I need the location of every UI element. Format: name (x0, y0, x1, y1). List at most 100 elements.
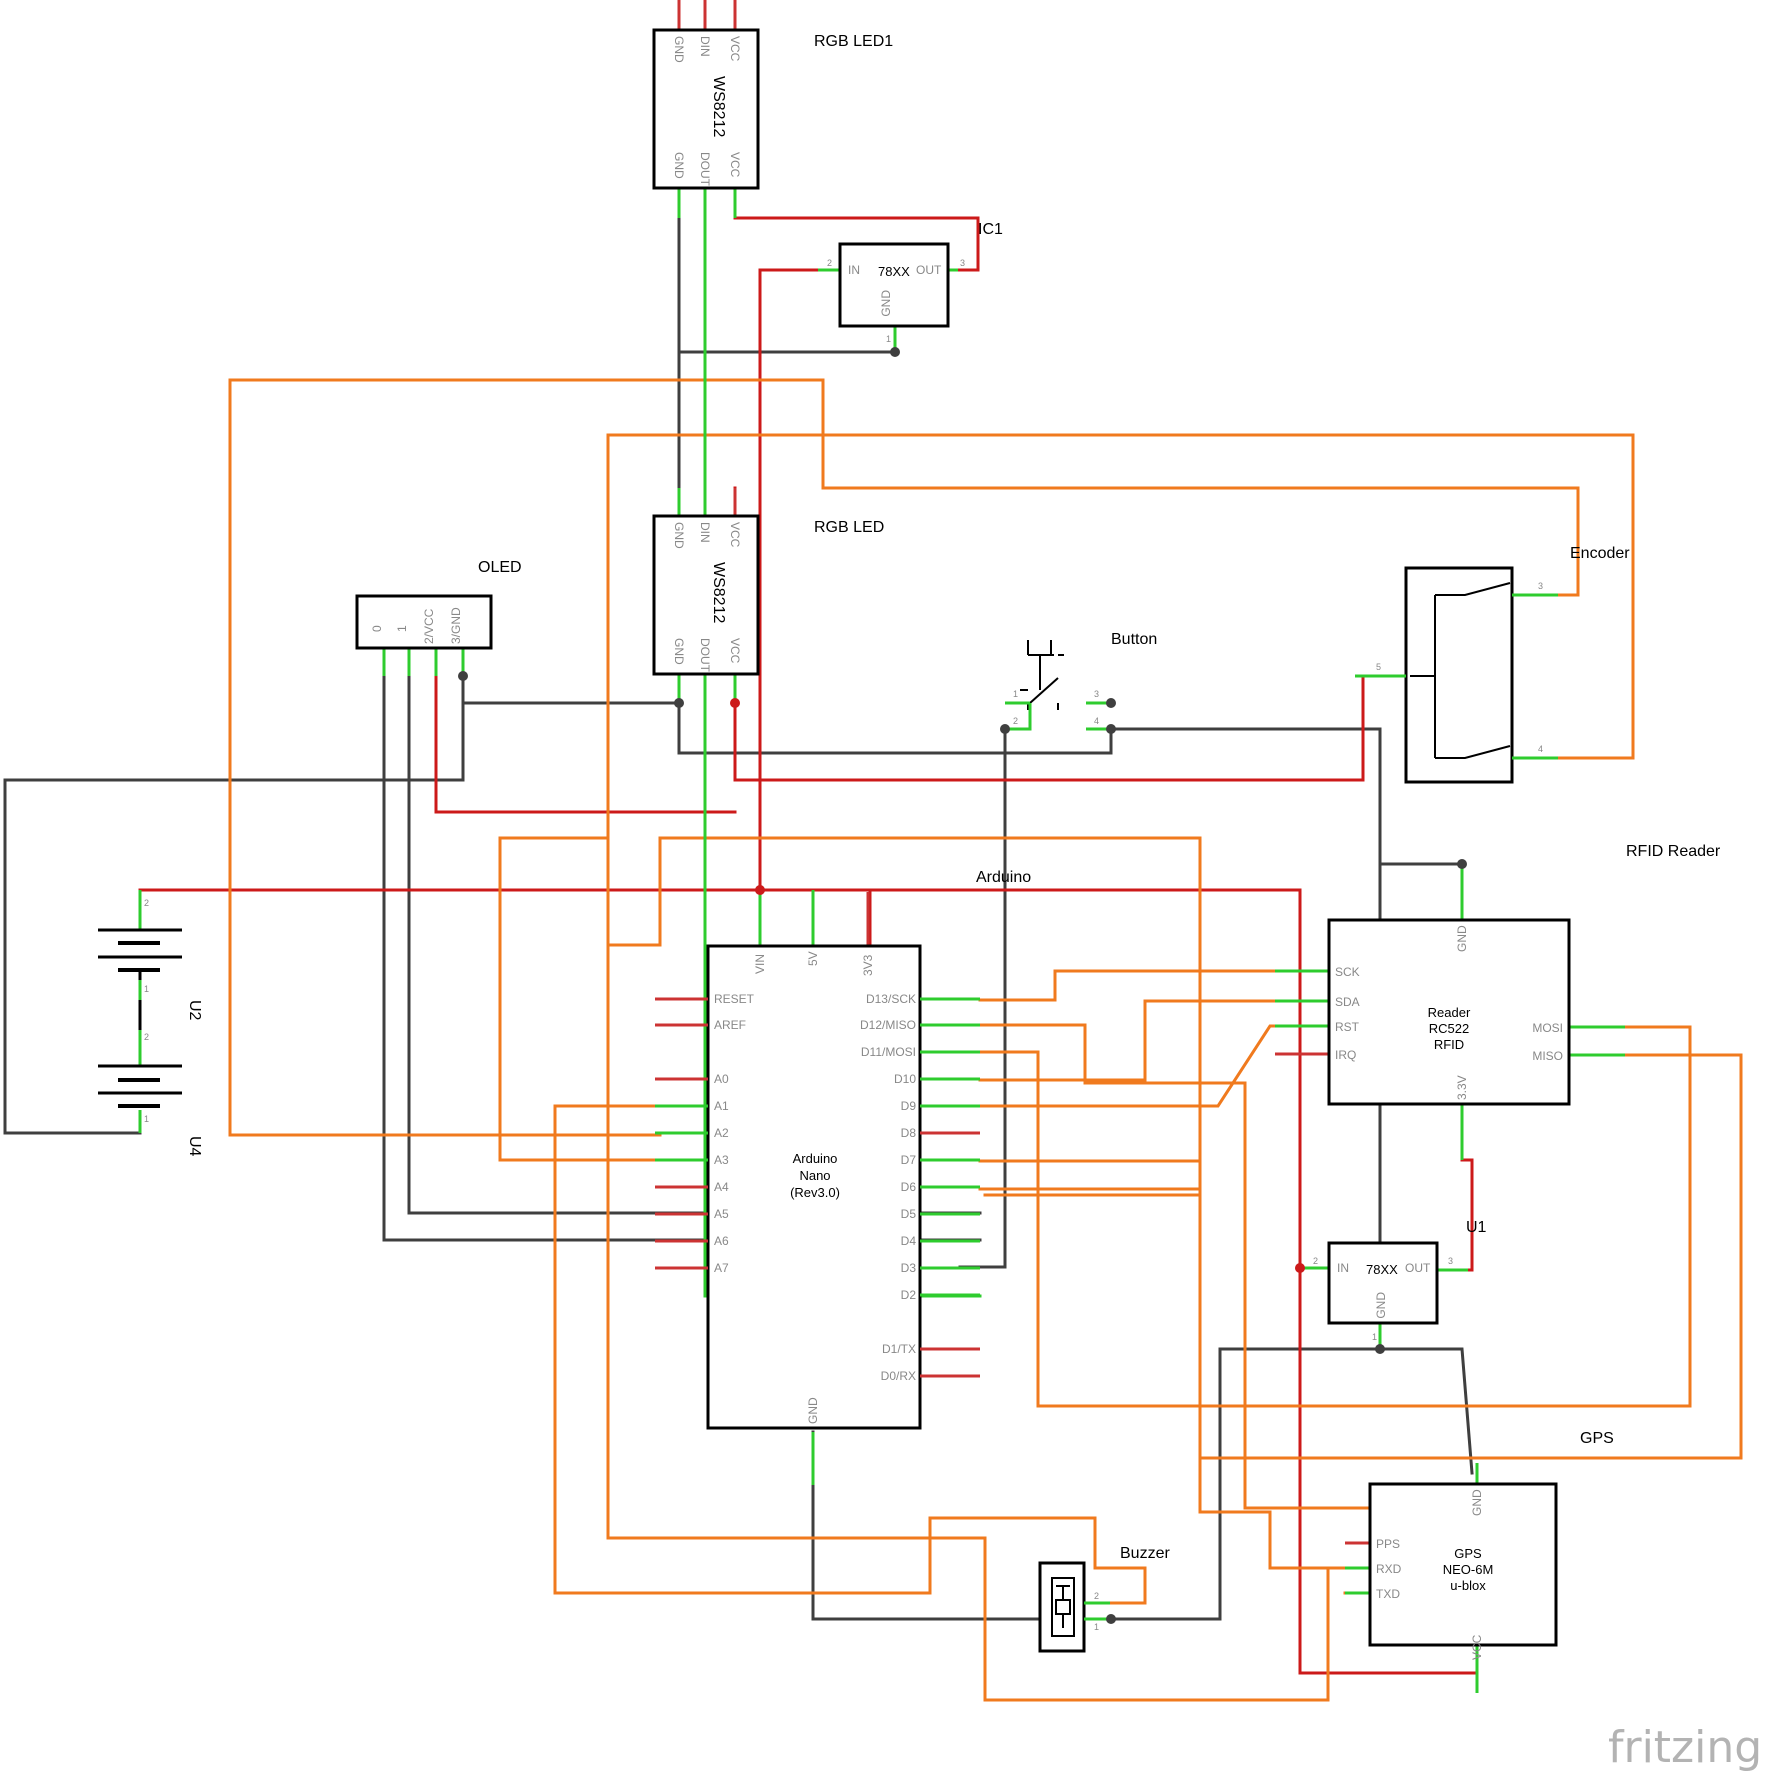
pin-label: GND (672, 522, 686, 549)
wire-signal (606, 836, 772, 1540)
rgb-led[interactable]: GND DIN VCC GND DOUT VCC WS8212 RGB LED (652, 488, 884, 702)
wire-ground (1218, 1347, 1474, 1475)
buzzer[interactable]: 2 1 Buzzer (1038, 1545, 1170, 1653)
encoder-switch (1410, 582, 1511, 759)
wire-signal (978, 1025, 1692, 1408)
chip-name: 78XX (878, 264, 910, 279)
push-button[interactable]: 1 2 3 4 Button (1005, 631, 1157, 731)
pin-label: D10 (894, 1072, 916, 1086)
junction-dot (755, 885, 765, 895)
pin-label: D5 (901, 1207, 917, 1221)
pin (1005, 703, 1032, 731)
chip-name: RC522 (1429, 1021, 1469, 1036)
rgb-led1-body (652, 28, 760, 190)
u1-body (1327, 1241, 1439, 1325)
oled-body (355, 594, 493, 650)
battery-u2[interactable]: 2 1 U2 (98, 890, 203, 1021)
pin-label: SDA (1335, 995, 1360, 1009)
pin-label: IN (1337, 1261, 1349, 1275)
ic1-body (838, 242, 950, 328)
pin-number: 2 (827, 258, 832, 268)
junction-dot (890, 347, 900, 357)
chip-name: NEO-6M (1443, 1562, 1494, 1577)
component-label: RGB LED (814, 519, 884, 536)
wire-ground (3, 674, 465, 1135)
pin-label: DIN (698, 36, 712, 57)
pin-number: 1 (144, 984, 149, 994)
junction-dot (1106, 1614, 1116, 1624)
pin-label: 0 (370, 625, 384, 632)
pin-label: GND (672, 152, 686, 179)
pin-label: VCC (728, 638, 742, 664)
gps-module[interactable]: PPS RXD TXD GND VCC GPS NEO-6M u-blox GP… (1345, 1430, 1614, 1693)
pin-label: A4 (714, 1180, 729, 1194)
pin-label: GND (1455, 925, 1469, 952)
arduino-nano[interactable]: VIN 5V 3V3 GND RESETAREFA0A1A2A3A4A5A6A7… (655, 869, 1031, 1485)
chip-name: Arduino (793, 1151, 838, 1166)
pin-label: MOSI (1532, 1021, 1563, 1035)
component-label: Button (1111, 631, 1157, 648)
pin-label: A0 (714, 1072, 729, 1086)
wire-signal (608, 836, 662, 947)
pin-number: 1 (886, 334, 891, 344)
fritzing-logo: fritzing (1608, 1722, 1762, 1773)
oled-display[interactable]: 0 1 2/VCC 3/GND OLED (355, 559, 522, 676)
rgb-led1[interactable]: GND DIN VCC GND DOUT VCC WS8212 RGB LED1 (652, 0, 893, 218)
component-label: OLED (478, 559, 522, 576)
pin-number: 2 (144, 898, 149, 908)
battery-u4[interactable]: 2 1 U4 (98, 1000, 203, 1157)
pin-number: 3 (1094, 689, 1099, 699)
chip-name: (Rev3.0) (790, 1185, 840, 1200)
pin-label: IN (848, 263, 860, 277)
rotary-encoder[interactable]: 3 5 4 Encoder (1355, 545, 1630, 784)
pin-number: 2 (1094, 1591, 1099, 1601)
wire-ground (1378, 862, 1464, 922)
pin-label: DOUT (698, 638, 712, 673)
u1-regulator[interactable]: IN OUT GND 78XX 2 3 1 U1 (1303, 1219, 1487, 1349)
pin-label: DOUT (698, 152, 712, 187)
junction-dot (730, 698, 740, 708)
pin-label: D1/TX (882, 1342, 916, 1356)
pin-label: IRQ (1335, 1048, 1356, 1062)
pin-label: 5V (806, 951, 820, 966)
rfid-body (1327, 918, 1571, 1106)
pin-label: GND (1470, 1489, 1484, 1516)
buzzer-element (1055, 1599, 1071, 1615)
gps-body (1368, 1482, 1558, 1647)
pin-number: 4 (1094, 716, 1099, 726)
pin-label: D7 (901, 1153, 917, 1167)
ic1-regulator[interactable]: IN OUT GND 78XX 2 3 1 IC1 (818, 221, 1003, 352)
pin-number: 3 (960, 258, 965, 268)
pin-number: 3 (1448, 1256, 1453, 1266)
pin-label: AREF (714, 1018, 746, 1032)
wire-signal (658, 836, 1202, 1197)
wire-signal (553, 1104, 1147, 1605)
pin-number: 2 (144, 1032, 149, 1042)
pin-label: GND (672, 638, 686, 665)
wire-signal (978, 1023, 1532, 1510)
wire-power (758, 268, 822, 892)
component-label: Arduino (976, 869, 1031, 886)
chip-name: GPS (1454, 1546, 1482, 1561)
arduino-right-pins: D13/SCKD12/MISOD11/MOSID10D9D8D7D6D5D4D3… (860, 992, 980, 1383)
junction-dot (1106, 724, 1116, 734)
pin-label: A3 (714, 1153, 729, 1167)
pin-label: RXD (1376, 1562, 1402, 1576)
junction-dot (1295, 1263, 1305, 1273)
wire-signal (228, 378, 662, 1137)
pin-label: D0/RX (881, 1369, 916, 1383)
rfid-reader[interactable]: SCK SDA RST IRQ MOSI MISO GND 3.3V Reade… (1275, 843, 1721, 1160)
pin-label: GND (806, 1397, 820, 1424)
pin-label: 3.3V (1455, 1075, 1469, 1100)
chip-name: Reader (1428, 1005, 1471, 1020)
pin-label: VCC (728, 36, 742, 62)
pin-label: GND (1374, 1292, 1388, 1319)
junction-dot (1457, 859, 1467, 869)
junction-dot (458, 671, 468, 681)
pin-number: 1 (144, 1114, 149, 1124)
pin-label: VCC (728, 522, 742, 548)
component-label: Encoder (1570, 545, 1630, 562)
pin-label: MISO (1532, 1049, 1563, 1063)
pin-label: PPS (1376, 1537, 1400, 1551)
